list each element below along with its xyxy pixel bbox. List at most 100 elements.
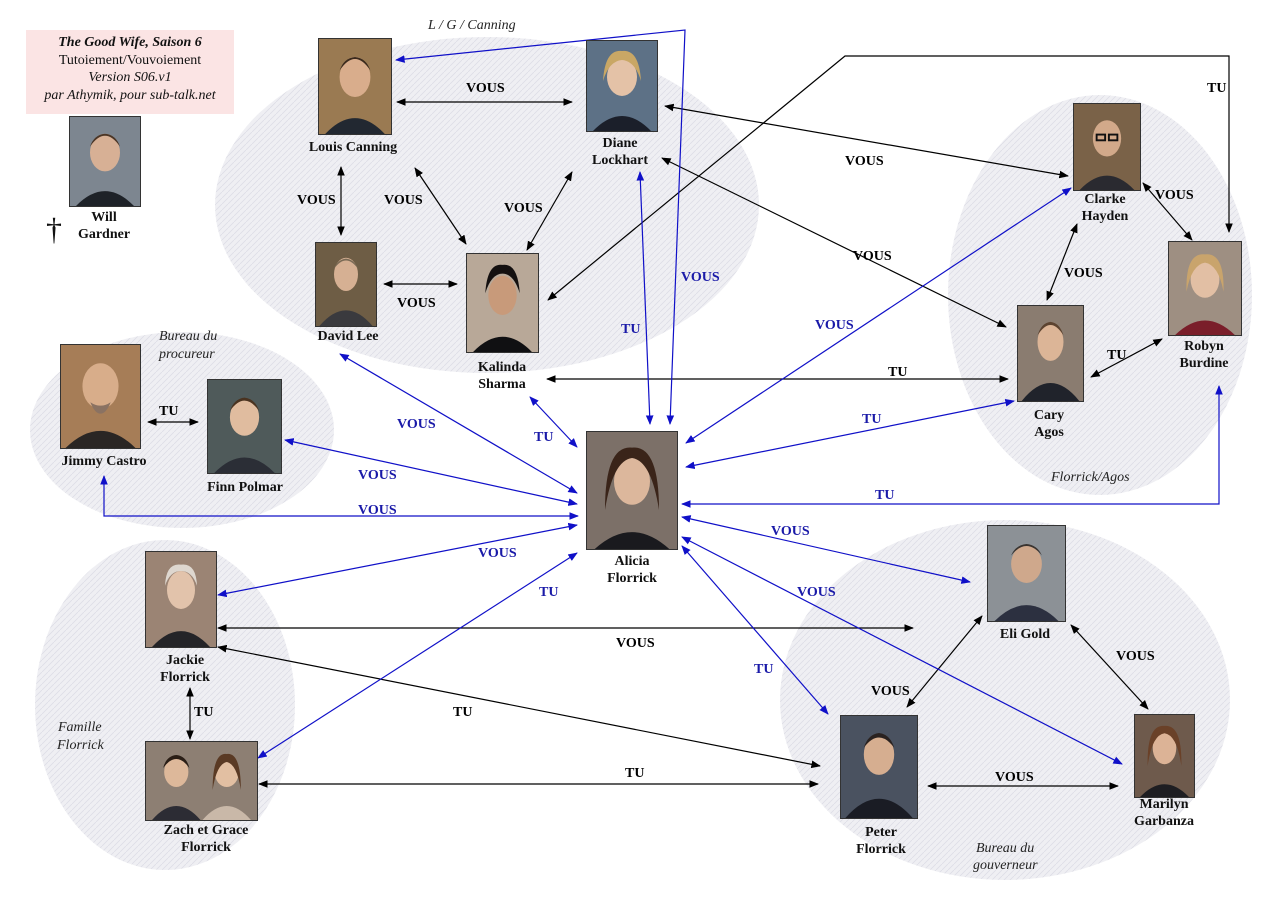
name-peter-line1: Peter (865, 825, 897, 840)
deceased-cross-icon: † (46, 211, 62, 247)
group-label-famille-1: Famille (58, 720, 102, 735)
name-jackie-line2: Florrick (160, 670, 210, 685)
portrait-canning (318, 38, 392, 135)
portrait-eli (987, 525, 1066, 622)
label-alicia-canning: VOUS (681, 270, 720, 285)
legend-box: The Good Wife, Saison 6 Tutoiement/Vouvo… (26, 30, 234, 114)
label-alicia-peter: TU (754, 662, 773, 677)
name-alicia-line2: Florrick (607, 571, 657, 586)
label-alicia-finn: VOUS (358, 468, 397, 483)
portrait-alicia (586, 431, 678, 550)
name-cary-line1: Cary (1033, 408, 1065, 423)
name-marilyn-line2: Garbanza (1134, 814, 1194, 829)
link-alicia-diane (636, 171, 654, 425)
label-jimmy-finn: TU (159, 404, 178, 419)
link-jackie-peter (217, 644, 821, 769)
legend-title: The Good Wife, Saison 6 (58, 35, 202, 50)
label-clarke-cary: VOUS (1064, 266, 1103, 281)
name-jimmy-line1: Jimmy Castro (61, 454, 147, 469)
portrait-jimmy (60, 344, 141, 449)
label-alicia-diane: TU (621, 322, 640, 337)
name-cary-line2: Agos (1034, 425, 1064, 440)
name-kalinda-line1: Kalinda (477, 360, 527, 375)
label-robyn-kalinda: TU (1207, 81, 1226, 96)
legend-version: Version S06.v1 (88, 70, 172, 85)
label-jackie-peter: TU (453, 705, 472, 720)
name-zach-grace-line2: Florrick (181, 840, 231, 855)
label-alicia-zach: TU (539, 585, 558, 600)
label-canning-david: VOUS (297, 193, 336, 208)
name-diane-line2: Lockhart (592, 153, 648, 168)
portrait-marilyn (1134, 714, 1195, 798)
blue-relations (100, 29, 1223, 765)
label-jackie-eli: VOUS (616, 636, 655, 651)
link-alicia-jimmy (100, 475, 579, 520)
name-diane-line1: Diane (602, 136, 638, 151)
link-cary-robyn (1090, 338, 1163, 378)
label-jackie-zach: TU (194, 705, 213, 720)
portrait-will (69, 116, 141, 207)
label-alicia-jackie: VOUS (478, 546, 517, 561)
portrait-finn (207, 379, 282, 474)
name-will-line2: Gardner (77, 227, 131, 242)
name-kalinda-line2: Sharma (478, 377, 526, 392)
link-alicia-peter (681, 545, 829, 715)
name-canning: Louis Canning (309, 139, 397, 156)
label-zach-peter: TU (625, 766, 644, 781)
name-jimmy: Jimmy Castro (62, 453, 147, 470)
name-clarke-line1: Clarke (1084, 192, 1126, 207)
name-eli-line1: Eli Gold (999, 627, 1051, 642)
label-diane-clarke: VOUS (845, 154, 884, 169)
name-finn-line1: Finn Polmar (207, 480, 283, 495)
legend-subtitle: Tutoiement/Vouvoiement (58, 52, 202, 68)
group-label-gouverneur-1: Bureau du (976, 841, 1035, 856)
portrait-robyn (1168, 241, 1242, 336)
label-diane-cary: VOUS (853, 249, 892, 264)
name-alicia-line1: Alicia (614, 554, 650, 569)
label-cary-robyn: TU (1107, 348, 1126, 363)
name-robyn-line1: Robyn (1184, 339, 1224, 354)
portrait-jackie (145, 551, 217, 648)
name-zach-grace-line1: Zach et Grace (163, 823, 249, 838)
label-alicia-kalinda: TU (534, 430, 553, 445)
label-eli-marilyn: VOUS (1116, 649, 1155, 664)
name-robyn-line2: Burdine (1179, 356, 1229, 371)
portrait-diane (586, 40, 658, 132)
name-will-line1: Will (91, 210, 117, 225)
name-canning-line1: Louis Canning (308, 140, 398, 155)
label-alicia-david: VOUS (397, 417, 436, 432)
link-alicia-finn (284, 438, 578, 506)
group-label-famille-2: Florrick (57, 738, 104, 753)
link-robyn-kalinda (547, 55, 1233, 301)
portrait-david (315, 242, 377, 327)
label-alicia-jimmy: VOUS (358, 503, 397, 518)
portrait-peter (840, 715, 918, 819)
link-alicia-jackie (217, 522, 578, 598)
group-label-procureur-2: procureur (159, 347, 215, 362)
label-kalinda-cary: TU (888, 365, 907, 380)
relation-labels: VOUS VOUS VOUS VOUS VOUS VOUS VOUS TU VO… (159, 81, 1226, 785)
group-label-lg-canning: L / G / Canning (428, 18, 516, 33)
label-alicia-marilyn: VOUS (797, 585, 836, 600)
label-alicia-clarke: VOUS (815, 318, 854, 333)
link-alicia-zach (257, 552, 578, 759)
label-alicia-robyn: TU (875, 488, 894, 503)
group-label-procureur-1: Bureau du (159, 329, 218, 344)
name-jackie-line1: Jackie (165, 653, 205, 668)
name-eli: Eli Gold (1000, 626, 1050, 643)
link-alicia-canning (395, 29, 686, 425)
name-finn: Finn Polmar (207, 479, 283, 496)
link-alicia-robyn (681, 385, 1223, 508)
label-alicia-cary: TU (862, 412, 881, 427)
portrait-clarke (1073, 103, 1141, 191)
portrait-cary (1017, 305, 1084, 402)
